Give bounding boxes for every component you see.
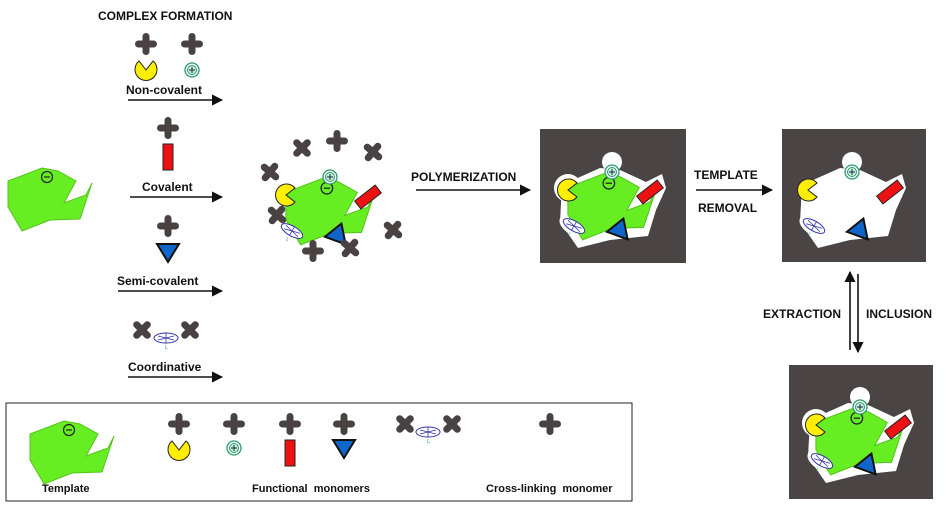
step-removal-label: REMOVAL: [698, 201, 757, 215]
route-semicovalent-label: Semi-covalent: [117, 274, 198, 288]
prepolymerization-complex: [254, 130, 409, 264]
legend-functional-label: Functional monomers: [252, 483, 370, 495]
covalent-monomer: [157, 117, 179, 171]
imprinted-polymer-cavity: [782, 129, 926, 262]
route-coordinative-label: Coordinative: [128, 360, 202, 374]
template-molecule: [7, 167, 93, 232]
route-covalent-label: Covalent: [142, 180, 193, 194]
legend-crosslinking-label: Cross-linking monomer: [486, 483, 613, 495]
noncovalent-monomers: [134, 33, 203, 81]
legend-box: [5, 402, 633, 502]
imprinted-polymer-with-template: [540, 129, 686, 263]
semicovalent-monomer: [156, 215, 180, 263]
legend-template-label: Template: [42, 483, 89, 495]
imprinted-polymer-rebound: [789, 365, 933, 499]
coordinative-monomer: [126, 314, 206, 352]
step-inclusion-label: INCLUSION: [866, 307, 932, 321]
step-template-label: TEMPLATE: [694, 168, 758, 182]
step-polymerization-label: POLYMERIZATION: [411, 170, 516, 184]
route-noncovalent-label: Non-covalent: [126, 83, 202, 97]
step-extraction-label: EXTRACTION: [763, 307, 841, 321]
title: COMPLEX FORMATION: [98, 9, 232, 23]
